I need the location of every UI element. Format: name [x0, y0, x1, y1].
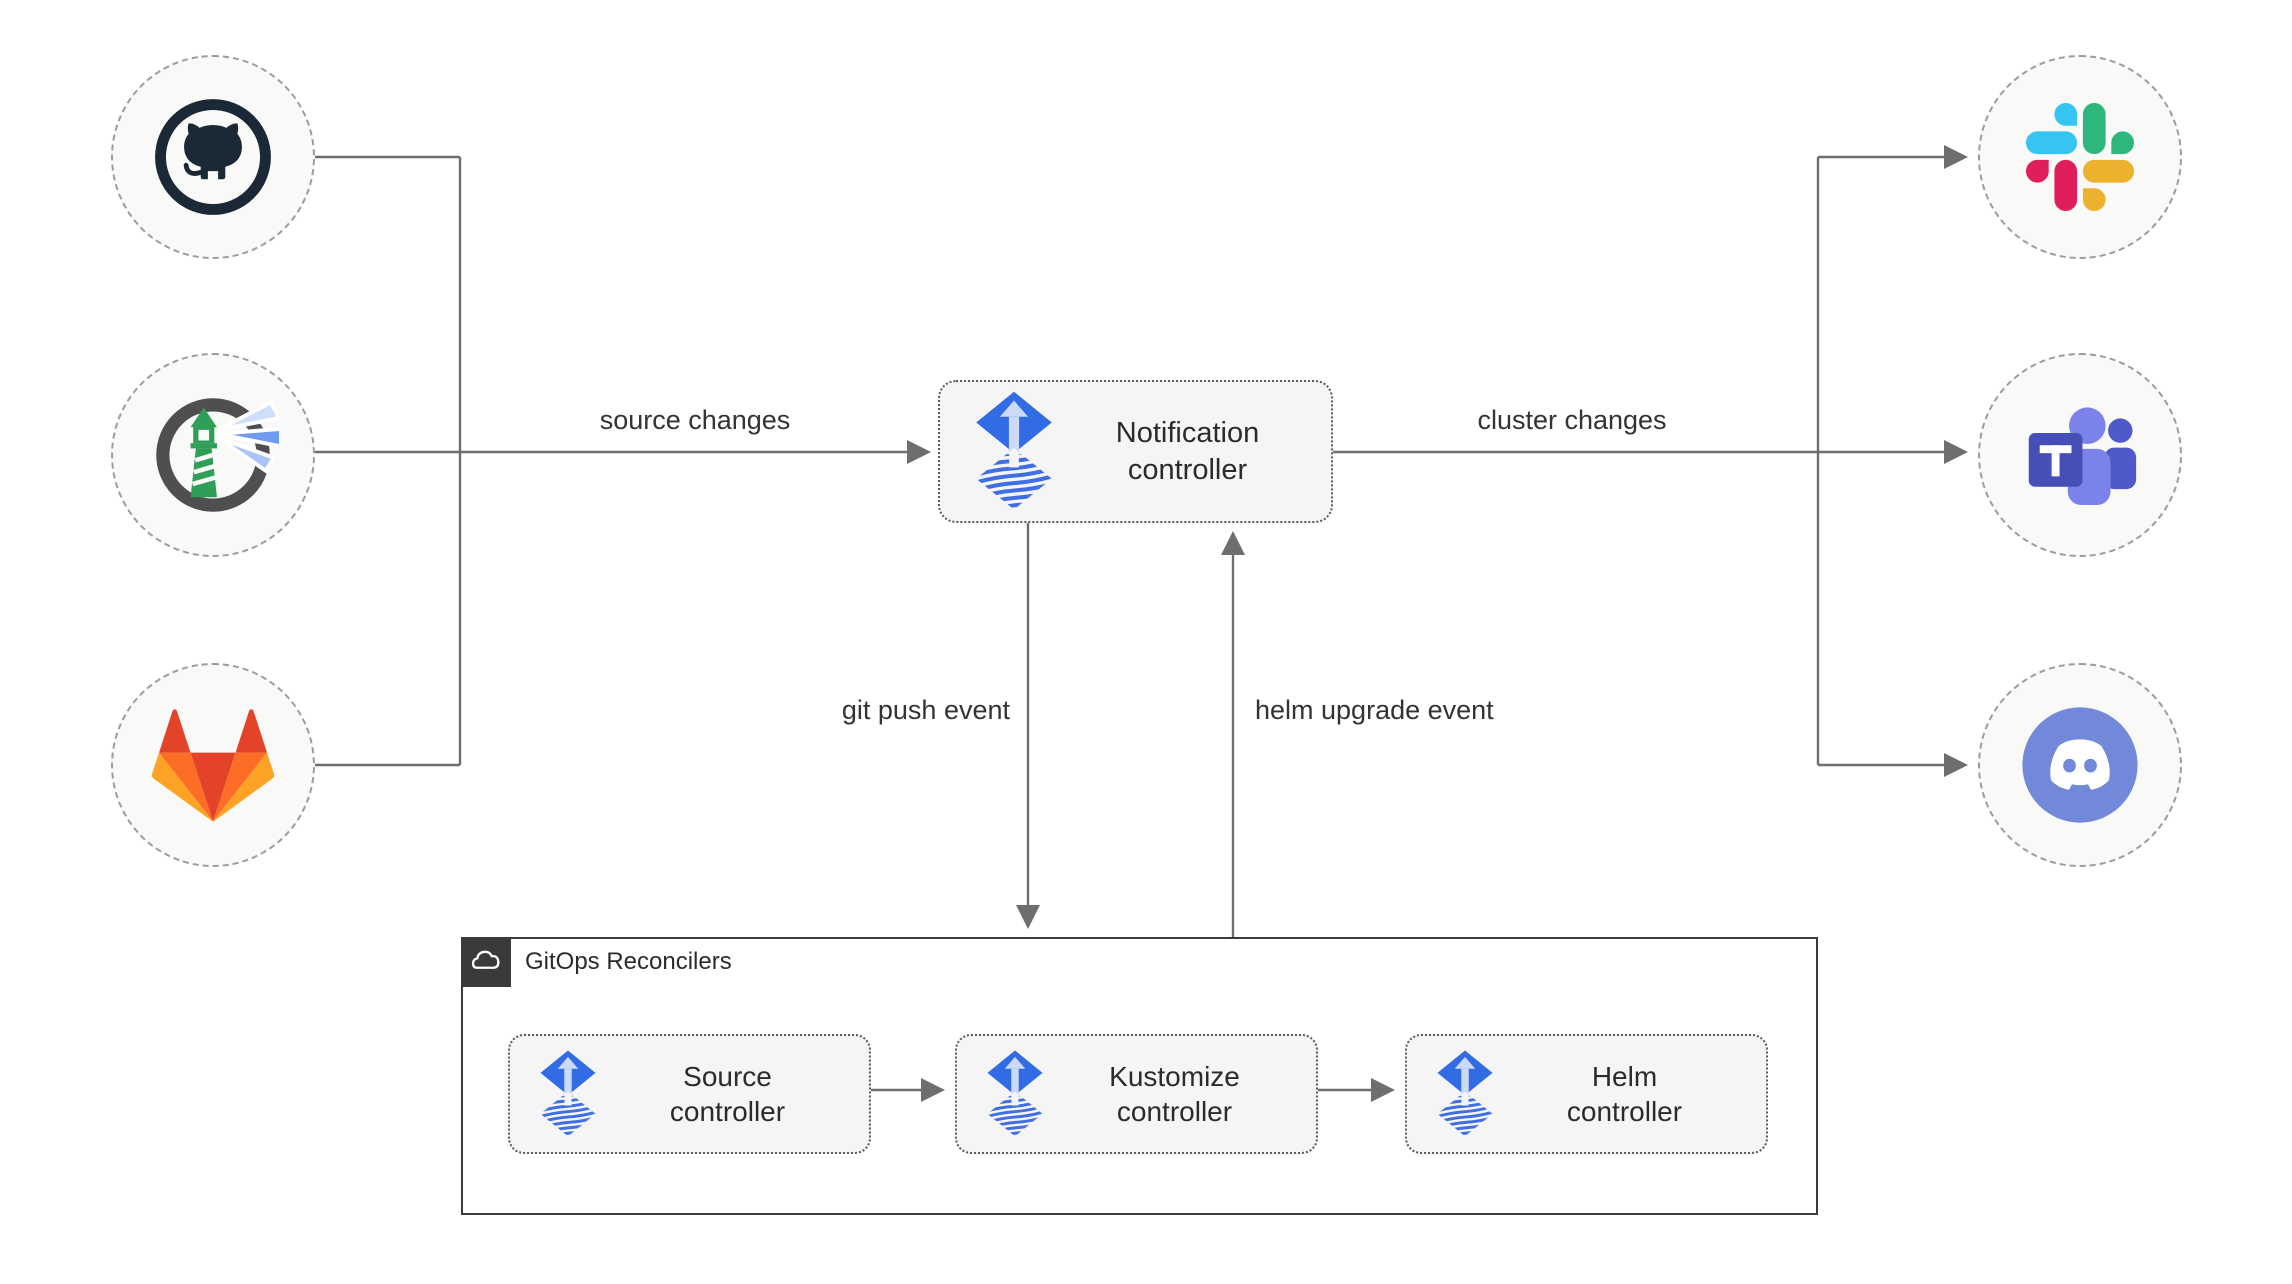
slack-icon: [2026, 103, 2134, 211]
gitops-reconcilers-group: GitOps Reconcilers Source controller Kus…: [461, 937, 1818, 1215]
harbor-icon: [147, 389, 279, 521]
source-controller-node: Source controller: [508, 1034, 871, 1154]
target-node-slack: [1978, 55, 2182, 259]
flux-icon: [1433, 1049, 1497, 1139]
helm-controller-node: Helm controller: [1405, 1034, 1768, 1154]
flux-icon: [983, 1049, 1047, 1139]
notification-controller-label: Notification controller: [1115, 417, 1260, 486]
source-node-github: [111, 55, 315, 259]
notification-controller-node: Notification controller: [938, 380, 1333, 523]
flux-icon: [536, 1049, 600, 1139]
source-controller-label: Source controller: [669, 1061, 786, 1127]
discord-icon: [2022, 707, 2138, 823]
gitlab-icon: [152, 708, 274, 822]
edge-label-git-push-event: git push event: [841, 695, 1010, 725]
cloud-icon: [471, 950, 500, 969]
edge-label-source-changes: source changes: [599, 405, 791, 435]
teams-icon: [2028, 407, 2137, 506]
edge-label-cluster-changes: cluster changes: [1477, 405, 1667, 435]
kustomize-controller-node: Kustomize controller: [955, 1034, 1318, 1154]
edge-label-helm-upgrade-event: helm upgrade event: [1255, 695, 1494, 725]
gitops-reconcilers-title: GitOps Reconcilers: [525, 948, 732, 975]
source-node-harbor: [111, 353, 315, 557]
target-node-teams: [1978, 353, 2182, 557]
github-icon: [149, 93, 277, 221]
target-node-discord: [1978, 663, 2182, 867]
group-badge: [461, 937, 511, 987]
source-node-gitlab: [111, 663, 315, 867]
helm-controller-label: Helm controller: [1566, 1061, 1683, 1127]
kustomize-controller-label: Kustomize controller: [1109, 1061, 1240, 1127]
flux-icon: [970, 390, 1058, 513]
